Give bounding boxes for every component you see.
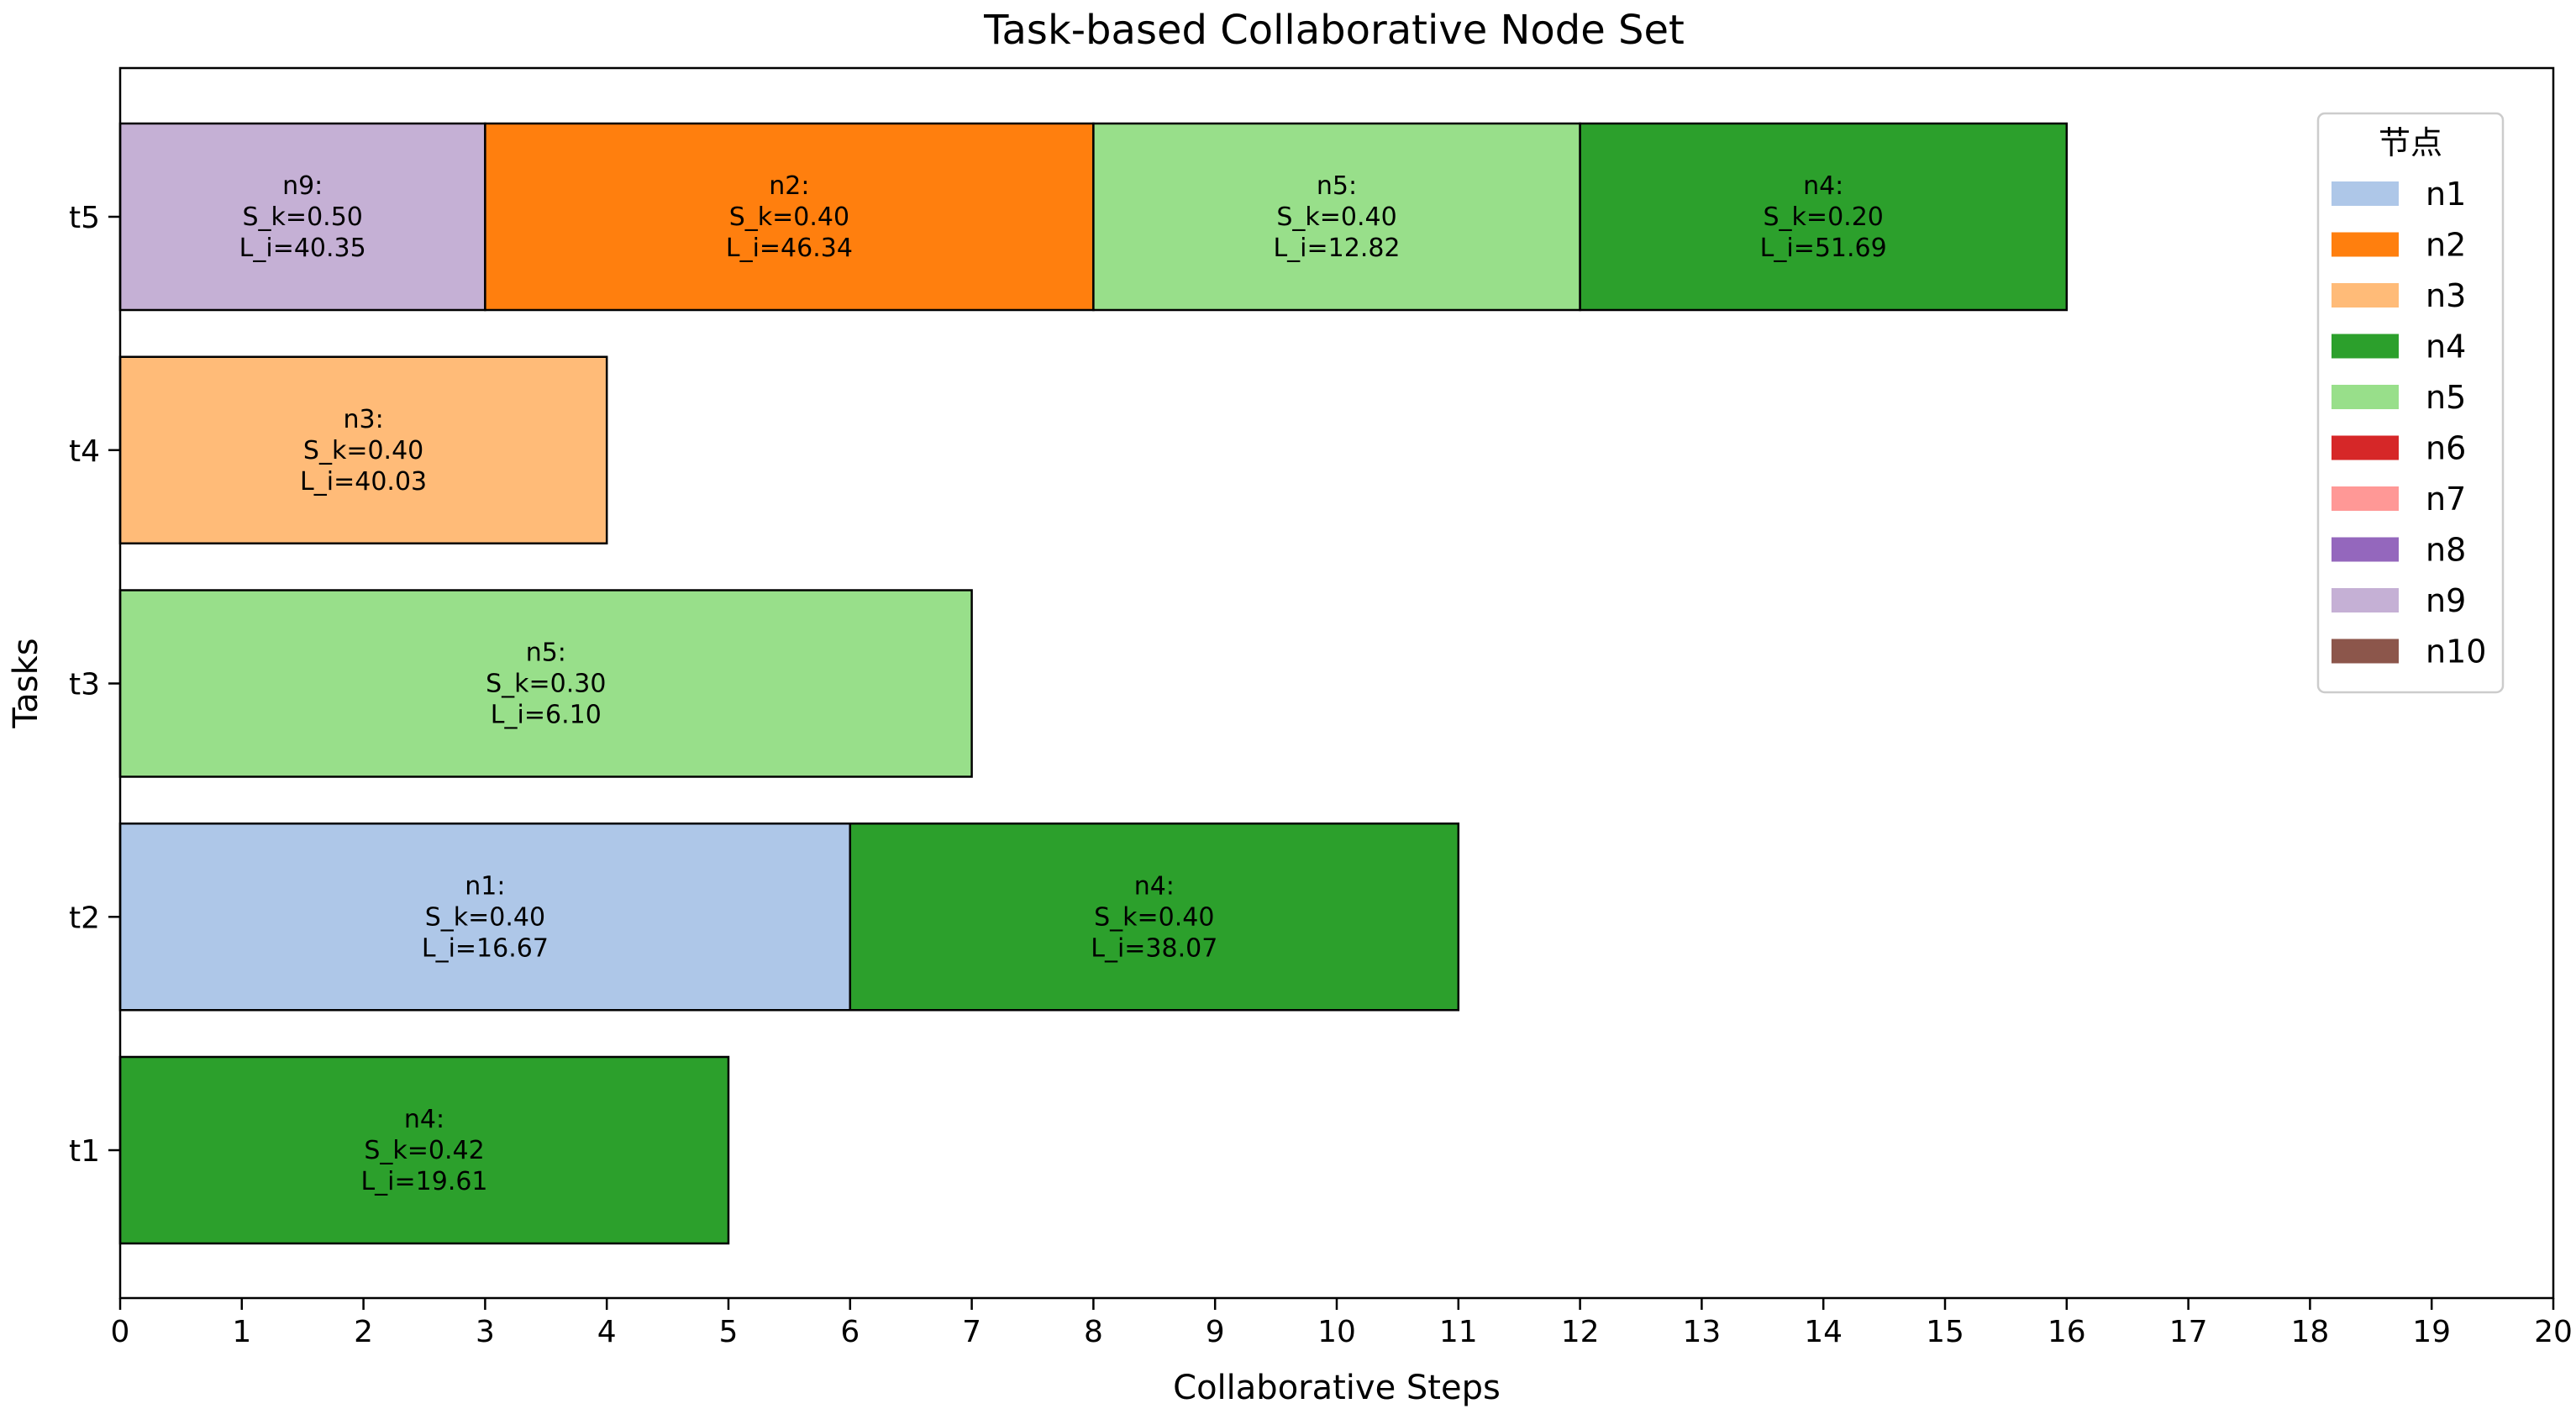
- x-tick-label: 15: [1926, 1315, 1964, 1349]
- bar-label-t5-n4-0: n4:: [1803, 171, 1843, 201]
- bar-label-t4-n3-1: S_k=0.40: [303, 436, 423, 465]
- legend-label-n10: n10: [2426, 633, 2486, 670]
- legend-title: 节点: [2379, 124, 2442, 161]
- x-tick-label: 7: [962, 1315, 981, 1349]
- legend: 节点 n1 n2 n3 n4 n5 n6 n7 n8 n9 n10: [2316, 112, 2505, 694]
- bar-t5-n4: [1579, 122, 2069, 312]
- bar-label-t2-n4-0: n4:: [1134, 871, 1175, 901]
- bar-t1-n4: [118, 1055, 730, 1245]
- x-tick-label: 18: [2290, 1315, 2329, 1349]
- x-tick-label: 17: [2169, 1315, 2208, 1349]
- bar-t2-n4: [849, 823, 1460, 1012]
- y-axis-label: Tasks: [7, 638, 45, 728]
- bar-label-t5-n2-0: n2:: [769, 171, 809, 201]
- bar-label-t3-n5-2: L_i=6.10: [491, 701, 602, 730]
- bar-label-t5-n9-2: L_i=40.35: [239, 234, 366, 263]
- legend-swatch-n9: [2332, 588, 2399, 612]
- bar-t2-n1: [118, 823, 852, 1012]
- legend-swatch-n2: [2332, 232, 2399, 257]
- bar-label-t5-n2-1: S_k=0.40: [729, 202, 849, 232]
- x-tick-label: 4: [597, 1315, 617, 1349]
- bar-t5-n9: [118, 122, 486, 312]
- legend-swatch-n4: [2332, 334, 2399, 359]
- x-tick-label: 9: [1206, 1315, 1225, 1349]
- bar-label-t2-n1-1: S_k=0.40: [425, 902, 545, 932]
- bar-label-t5-n5-2: L_i=12.82: [1273, 234, 1400, 263]
- bar-label-t4-n3-2: L_i=40.03: [300, 467, 427, 497]
- x-tick-label: 10: [1317, 1315, 1356, 1349]
- bar-label-t5-n4-1: S_k=0.20: [1764, 202, 1884, 232]
- bar-label-t2-n4-1: S_k=0.40: [1094, 902, 1214, 932]
- legend-label-n7: n7: [2426, 481, 2466, 518]
- legend-swatch-n5: [2332, 385, 2399, 409]
- legend-label-n5: n5: [2426, 379, 2466, 416]
- legend-label-n6: n6: [2426, 430, 2466, 467]
- y-tick-label: t2: [69, 901, 100, 935]
- bar-label-t3-n5-0: n5:: [526, 639, 566, 668]
- bar-label-t3-n5-1: S_k=0.30: [486, 670, 606, 699]
- legend-swatch-n6: [2332, 435, 2399, 460]
- y-tick-label: t3: [69, 668, 100, 702]
- legend-label-n8: n8: [2426, 532, 2466, 569]
- bar-label-t1-n4-0: n4:: [404, 1105, 444, 1134]
- x-tick-label: 8: [1084, 1315, 1103, 1349]
- y-tick-label: t4: [69, 434, 100, 469]
- x-tick-label: 12: [1561, 1315, 1600, 1349]
- bar-label-t4-n3-0: n3:: [343, 405, 383, 434]
- legend-swatch-n8: [2332, 537, 2399, 562]
- x-tick-label: 0: [111, 1315, 130, 1349]
- legend-label-n4: n4: [2426, 329, 2466, 365]
- legend-label-n3: n3: [2426, 277, 2466, 314]
- bar-label-t1-n4-1: S_k=0.42: [364, 1136, 484, 1165]
- bar-t5-n2: [484, 122, 1095, 312]
- legend-swatch-n7: [2332, 486, 2399, 511]
- bar-label-t2-n1-2: L_i=16.67: [422, 933, 549, 963]
- y-tick-label: t1: [69, 1134, 100, 1169]
- bar-label-t5-n5-0: n5:: [1317, 171, 1357, 201]
- bar-label-t5-n2-2: L_i=46.34: [726, 234, 853, 263]
- x-tick-label: 16: [2048, 1315, 2086, 1349]
- bar-label-t5-n5-1: S_k=0.40: [1276, 202, 1396, 232]
- x-tick-label: 1: [232, 1315, 251, 1349]
- y-tick-label: t5: [69, 201, 100, 235]
- x-tick-label: 13: [1682, 1315, 1721, 1349]
- bar-label-t2-n4-2: L_i=38.07: [1091, 933, 1217, 963]
- x-tick-label: 5: [719, 1315, 739, 1349]
- x-tick-label: 11: [1439, 1315, 1478, 1349]
- legend-swatch-n10: [2332, 639, 2399, 664]
- legend-label-n9: n9: [2426, 582, 2466, 619]
- legend-swatch-n3: [2332, 283, 2399, 308]
- x-tick-label: 19: [2412, 1315, 2451, 1349]
- bar-label-t5-n9-1: S_k=0.50: [243, 202, 363, 232]
- x-axis-label: Collaborative Steps: [1173, 1369, 1501, 1407]
- bar-label-t5-n9-0: n9:: [282, 171, 323, 201]
- chart-title: Task-based Collaborative Node Set: [983, 7, 1685, 54]
- legend-label-n2: n2: [2426, 227, 2466, 264]
- bar-t5-n5: [1092, 122, 1581, 312]
- x-tick-label: 2: [354, 1315, 373, 1349]
- bar-t4-n3: [118, 355, 608, 544]
- x-tick-label: 6: [840, 1315, 860, 1349]
- x-tick-label: 20: [2534, 1315, 2573, 1349]
- bar-t3-n5: [118, 589, 973, 778]
- legend-label-n1: n1: [2426, 176, 2466, 213]
- bar-label-t5-n4-2: L_i=51.69: [1760, 234, 1887, 263]
- bar-label-t2-n1-0: n1:: [465, 871, 505, 901]
- legend-swatch-n1: [2332, 181, 2399, 206]
- x-tick-label: 3: [476, 1315, 495, 1349]
- bar-label-t1-n4-2: L_i=19.61: [360, 1167, 487, 1196]
- x-tick-label: 14: [1804, 1315, 1843, 1349]
